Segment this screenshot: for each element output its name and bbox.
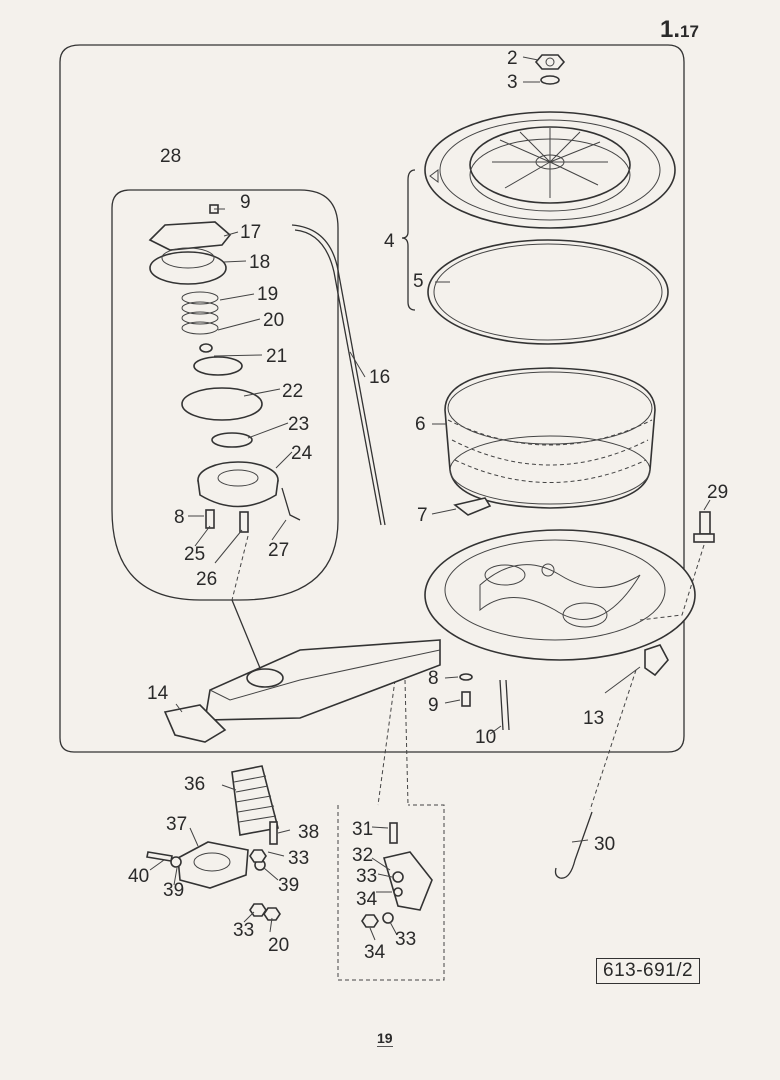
callout-33: 33 [356,866,377,887]
bracket-4 [401,169,416,311]
callout-17: 17 [240,222,261,243]
callout-9: 9 [240,192,251,213]
pin-10 [499,679,510,731]
gasket-5 [427,239,669,345]
callout-9: 9 [428,695,439,716]
section-number: 1.17 [660,16,699,43]
bracket-13 [644,644,669,677]
callout-24: 24 [291,443,313,464]
screw-9 [461,691,471,707]
disc-23 [211,432,253,448]
callout-36: 36 [184,774,205,795]
page-number: 19 [377,1030,393,1047]
nut-34b [361,914,379,928]
callout-37: 37 [166,814,187,835]
detail-box-bracket [337,804,445,981]
callout-26: 26 [196,569,217,590]
callout-33: 33 [233,920,254,941]
bolt-29 [693,511,715,543]
flange-37 [177,841,249,889]
diaphragm-22 [181,387,263,421]
callout-33: 33 [395,929,416,950]
callout-8: 8 [174,507,185,528]
callout-7: 7 [417,505,428,526]
leader-29 [639,544,705,621]
callout-18: 18 [249,252,270,273]
callout-2: 2 [507,48,518,69]
reference-code: 613-691/2 [596,958,701,984]
callout-27: 27 [268,540,289,561]
callout-22: 22 [282,381,303,402]
washer-8 [459,673,473,681]
part-14 [163,704,227,743]
bolt-40 [146,851,173,862]
callout-4: 4 [384,231,395,252]
nut-20-inset [199,343,213,353]
washer-34a [393,887,403,897]
callout-34: 34 [364,942,386,963]
callout-30: 30 [594,834,615,855]
callout-33: 33 [288,848,309,869]
bolt-38 [269,821,278,845]
duct-port [246,668,284,688]
plate-21 [193,356,243,376]
cap-18 [149,247,227,285]
callout-21: 21 [266,346,287,367]
nut-20-lower [263,907,281,921]
callout-28: 28 [160,146,181,167]
nut-2 [534,54,566,70]
inset-connector [231,599,261,669]
callout-20: 20 [263,310,284,331]
filter-element-6 [444,367,656,509]
valve-body-24 [197,461,279,508]
intake-duct [204,639,441,721]
screw-25 [205,509,215,529]
callout-3: 3 [507,72,518,93]
callout-19: 19 [257,284,278,305]
nut-33a [249,849,267,863]
plate-32 [382,851,433,911]
detail-leader [377,679,396,806]
bolt-31 [389,822,398,844]
rod-16 [291,224,386,526]
spring-19 [181,291,219,335]
callout-39: 39 [163,880,184,901]
filter-cover-4 [424,111,676,229]
callout-8: 8 [428,668,439,689]
hook-rod-30 [554,811,593,879]
callout-38: 38 [298,822,319,843]
callout-20: 20 [268,935,289,956]
callout-5: 5 [413,271,424,292]
washer-39a [170,856,182,868]
strap-17 [148,221,232,251]
callout-31: 31 [352,819,373,840]
callout-16: 16 [369,367,390,388]
callout-10: 10 [475,727,496,748]
callout-13: 13 [583,708,604,729]
callout-25: 25 [184,544,205,565]
inset-frame-28 [111,189,339,601]
callout-6: 6 [415,414,426,435]
filter-housing [424,529,696,661]
callout-23: 23 [288,414,309,435]
callout-29: 29 [707,482,728,503]
clip-7 [453,497,492,516]
callout-14: 14 [147,683,169,704]
bellows-36 [231,765,279,836]
callout-39: 39 [278,875,299,896]
callout-34: 34 [356,889,378,910]
callout-40: 40 [128,866,149,887]
nut-33b [249,903,267,917]
main-frame [59,44,685,753]
nut-33d [382,912,394,924]
clip-27 [281,487,301,521]
washer-3 [540,75,560,85]
screw-26 [239,511,249,533]
callout-32: 32 [352,845,373,866]
nut-33c [392,871,404,883]
